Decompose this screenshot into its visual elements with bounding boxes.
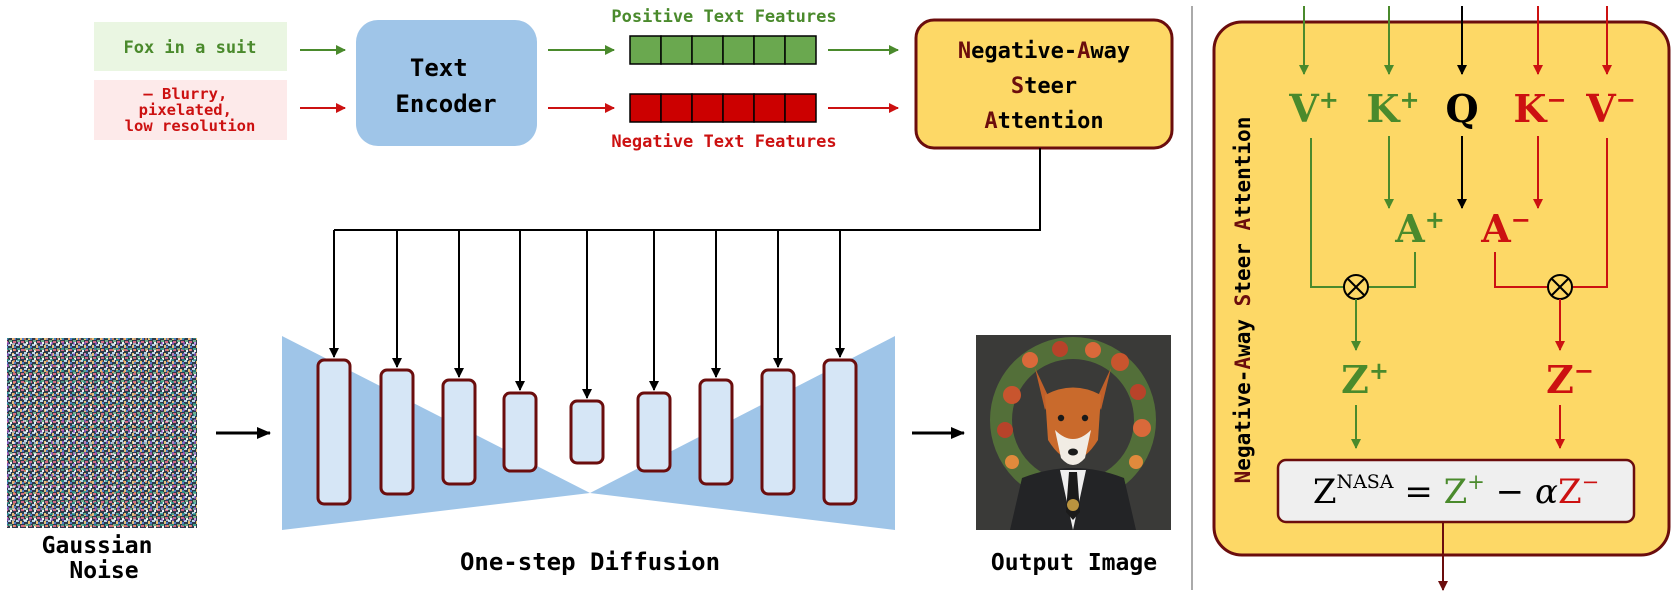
text-encoder-line-1: Text [410, 54, 468, 82]
positive-feature-cell [753, 35, 786, 65]
fox-nose [1068, 448, 1078, 456]
fox-eye-right [1081, 414, 1089, 422]
output-image [976, 335, 1171, 530]
gaussian-noise-texture [7, 338, 197, 528]
positive-features-bar [629, 35, 817, 65]
nasa-panel-vertical-title: Negative-Away Steer Attention [1231, 117, 1255, 484]
positive-feature-cell [660, 35, 693, 65]
line-a-pos-to-otimes [1369, 252, 1416, 288]
line-v-neg-to-otimes [1573, 138, 1608, 288]
negative-feature-cell [691, 93, 724, 123]
positive-prompt-text: Fox in a suit [123, 38, 256, 58]
nasa-box-line-3: Attention [984, 109, 1103, 134]
negative-feature-cell [660, 93, 693, 123]
nasa-detail-panel [1212, 20, 1671, 557]
otimes-pos-cross-b [1346, 277, 1366, 297]
nasa-box-line-1: Negative-Away [958, 39, 1130, 64]
positive-feature-cell [722, 35, 755, 65]
symbol-z-neg: Z− [1546, 356, 1594, 402]
negative-prompt-text: — Blurry, pixelated, low resolution [125, 85, 256, 135]
symbol-a-pos: A+ [1394, 205, 1445, 251]
negative-feature-cell [784, 93, 817, 123]
nasa-box [914, 18, 1174, 150]
unet-block-3 [441, 378, 477, 486]
output-image-label: Output Image [991, 550, 1157, 576]
gaussian-noise-label: Gaussian Noise [42, 533, 167, 584]
symbol-a-neg: A− [1480, 205, 1531, 251]
line-v-pos-to-otimes [1310, 138, 1343, 288]
unet-shape [282, 336, 895, 530]
unet-blocks [316, 358, 858, 506]
nasa-formula: ZNASA = Z+ − αZ− [1313, 470, 1599, 512]
symbol-v-neg: V− [1585, 85, 1636, 131]
symbol-v-pos: V+ [1288, 85, 1339, 131]
negative-prompt-box [94, 80, 287, 140]
text-encoder-label: Text Encoder [395, 54, 496, 118]
symbol-z-pos: Z+ [1341, 356, 1389, 402]
text-encoder-line-2: Encoder [395, 90, 496, 118]
positive-feature-cell [784, 35, 817, 65]
negative-features-bar [629, 93, 817, 123]
unet-block-8 [760, 368, 796, 496]
fox-eye-left [1057, 414, 1065, 422]
nasa-connector-line [334, 148, 1041, 231]
positive-feature-cell [629, 35, 662, 65]
negative-features-label: Negative Text Features [611, 132, 836, 152]
fox-muzzle [1055, 430, 1091, 465]
formula-box [1276, 458, 1636, 524]
unet-block-1 [316, 358, 352, 506]
symbol-k-pos: K+ [1366, 85, 1419, 131]
positive-feature-cell [691, 35, 724, 65]
negative-prompt-line-2: pixelated, [139, 101, 232, 119]
negative-feature-cell [753, 93, 786, 123]
negative-feature-cell [629, 93, 662, 123]
attention-injection-arrows [329, 230, 845, 399]
unet-block-5 [569, 399, 605, 465]
tie-pin [1067, 499, 1079, 511]
negative-prompt-line-1: — Blurry, [143, 85, 227, 103]
unet-block-7 [698, 378, 734, 486]
negative-prompt-line-3: low resolution [125, 117, 256, 135]
negative-feature-cell [722, 93, 755, 123]
gaussian-noise-line-2: Noise [69, 558, 138, 584]
positive-prompt-box [94, 22, 287, 71]
symbol-k-neg: K− [1513, 85, 1566, 131]
unet-block-9 [822, 358, 858, 506]
unet-block-4 [502, 391, 538, 473]
text-encoder-box [356, 20, 537, 146]
unet-block-6 [636, 391, 672, 473]
gaussian-noise-line-1: Gaussian [42, 533, 153, 559]
positive-features-label: Positive Text Features [611, 7, 836, 27]
nasa-box-line-2: Steer [1011, 74, 1077, 99]
unet-label: One-step Diffusion [460, 548, 720, 576]
symbol-q: Q [1445, 86, 1478, 131]
unet-block-2 [379, 368, 415, 496]
otimes-neg-cross-b [1550, 277, 1570, 297]
line-a-neg-to-otimes [1494, 252, 1547, 288]
